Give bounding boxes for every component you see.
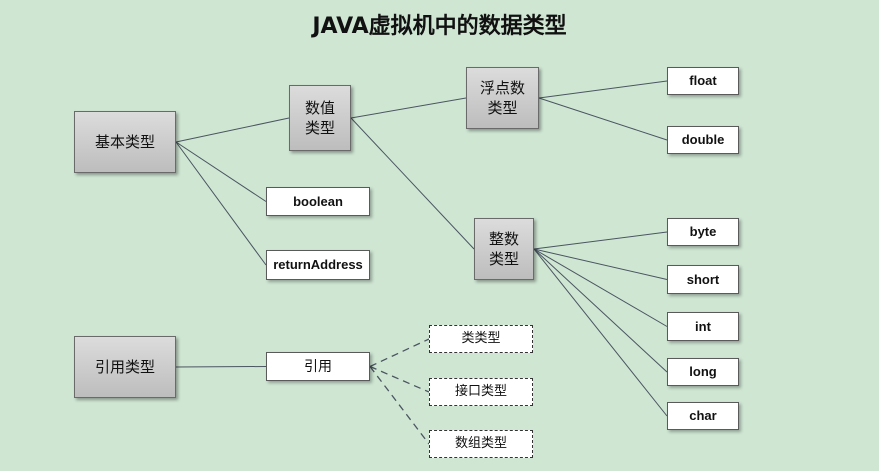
node-double-label: double [681, 132, 725, 148]
node-float: float [667, 67, 739, 95]
node-integral-type-label: 整数 类型 [488, 229, 519, 268]
connector-primitive-to-numeric [175, 117, 290, 143]
connector-numeric-to-integral [350, 117, 475, 250]
node-short: short [667, 265, 739, 294]
diagram-title: JAVA虚拟机中的数据类型 [312, 14, 567, 39]
node-reference: 引用 [266, 352, 370, 381]
connector-numeric-to-floating [350, 97, 467, 119]
node-int: int [667, 312, 739, 341]
node-floating-point-type: 浮点数 类型 [466, 67, 539, 129]
node-short-label: short [686, 271, 720, 287]
node-double: double [667, 126, 739, 154]
node-class-type: 类类型 [429, 325, 533, 353]
node-array-type-label: 数组类型 [454, 436, 507, 452]
connector-integral-to-int [533, 248, 668, 327]
node-integral-type: 整数 类型 [474, 218, 534, 280]
connector-integral-to-long [533, 248, 668, 373]
node-byte-label: byte [689, 224, 717, 240]
node-reference-type: 引用类型 [74, 336, 176, 398]
node-array-type: 数组类型 [429, 430, 533, 458]
connector-reference_type-to-reference [175, 366, 267, 368]
connector-reference-to-interface_type [369, 365, 430, 393]
node-float-label: float [689, 73, 717, 89]
connector-integral-to-char [533, 248, 668, 417]
node-reference-label: 引用 [304, 358, 332, 375]
connector-reference-to-class_type [369, 338, 430, 368]
node-class-type-label: 类类型 [461, 331, 501, 347]
connector-integral-to-byte [533, 231, 668, 250]
connector-primitive-to-returnAddress [175, 141, 267, 266]
node-reference-type-label: 引用类型 [94, 357, 155, 376]
node-byte: byte [667, 218, 739, 246]
node-boolean: boolean [266, 187, 370, 216]
node-return-address: returnAddress [266, 250, 370, 280]
connector-floating-to-float [538, 80, 668, 99]
node-floating-point-type-label: 浮点数 类型 [479, 78, 525, 117]
connector-integral-to-short [533, 248, 668, 280]
connector-floating-to-double [538, 97, 668, 141]
node-return-address-label: returnAddress [273, 257, 363, 273]
connector-reference-to-array_type [369, 366, 430, 445]
node-numeric-type-label: 数值 类型 [304, 98, 335, 137]
node-numeric-type: 数值 类型 [289, 85, 351, 151]
node-interface-type: 接口类型 [429, 378, 533, 406]
node-long-label: long [689, 364, 717, 380]
node-primitive-type: 基本类型 [74, 111, 176, 173]
node-interface-type-label: 接口类型 [454, 384, 507, 400]
node-long: long [667, 358, 739, 386]
node-int-label: int [695, 318, 711, 334]
connector-primitive-to-boolean [175, 141, 267, 202]
node-char-label: char [689, 408, 717, 424]
node-char: char [667, 402, 739, 430]
node-boolean-label: boolean [293, 193, 343, 209]
node-primitive-type-label: 基本类型 [94, 132, 155, 151]
